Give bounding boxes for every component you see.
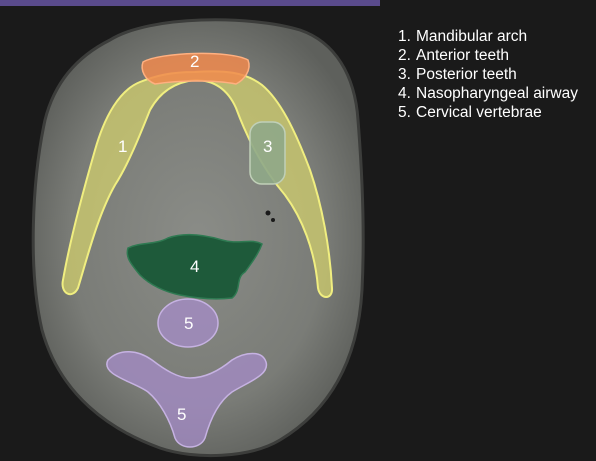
posterior-teeth-region — [249, 121, 286, 185]
legend-item-5: 5.Cervical vertebrae — [398, 104, 542, 121]
posterior-teeth-label: 3 — [263, 137, 272, 156]
vertebra-body-region — [157, 298, 219, 348]
top-border-strip — [0, 0, 380, 6]
mandibular-arch-label: 1 — [118, 137, 127, 156]
anterior-teeth-label: 2 — [190, 52, 199, 71]
air-dot — [265, 210, 271, 216]
air-dot — [271, 218, 275, 222]
legend: 1.Mandibular arch 2.Anterior teeth 3.Pos… — [398, 27, 590, 122]
legend-item-4: 4.Nasopharyngeal airway — [398, 85, 578, 102]
vertebra-body-label: 5 — [184, 314, 193, 333]
airway-region — [126, 233, 263, 300]
legend-item-2: 2.Anterior teeth — [398, 47, 510, 64]
vertebra-arch-label: 5 — [177, 405, 186, 424]
anterior-teeth-region — [141, 52, 250, 85]
legend-item-3: 3.Posterior teeth — [398, 66, 517, 83]
vertebra-arch-region — [106, 351, 268, 448]
legend-item-1: 1.Mandibular arch — [398, 28, 528, 45]
airway-label: 4 — [190, 257, 199, 276]
